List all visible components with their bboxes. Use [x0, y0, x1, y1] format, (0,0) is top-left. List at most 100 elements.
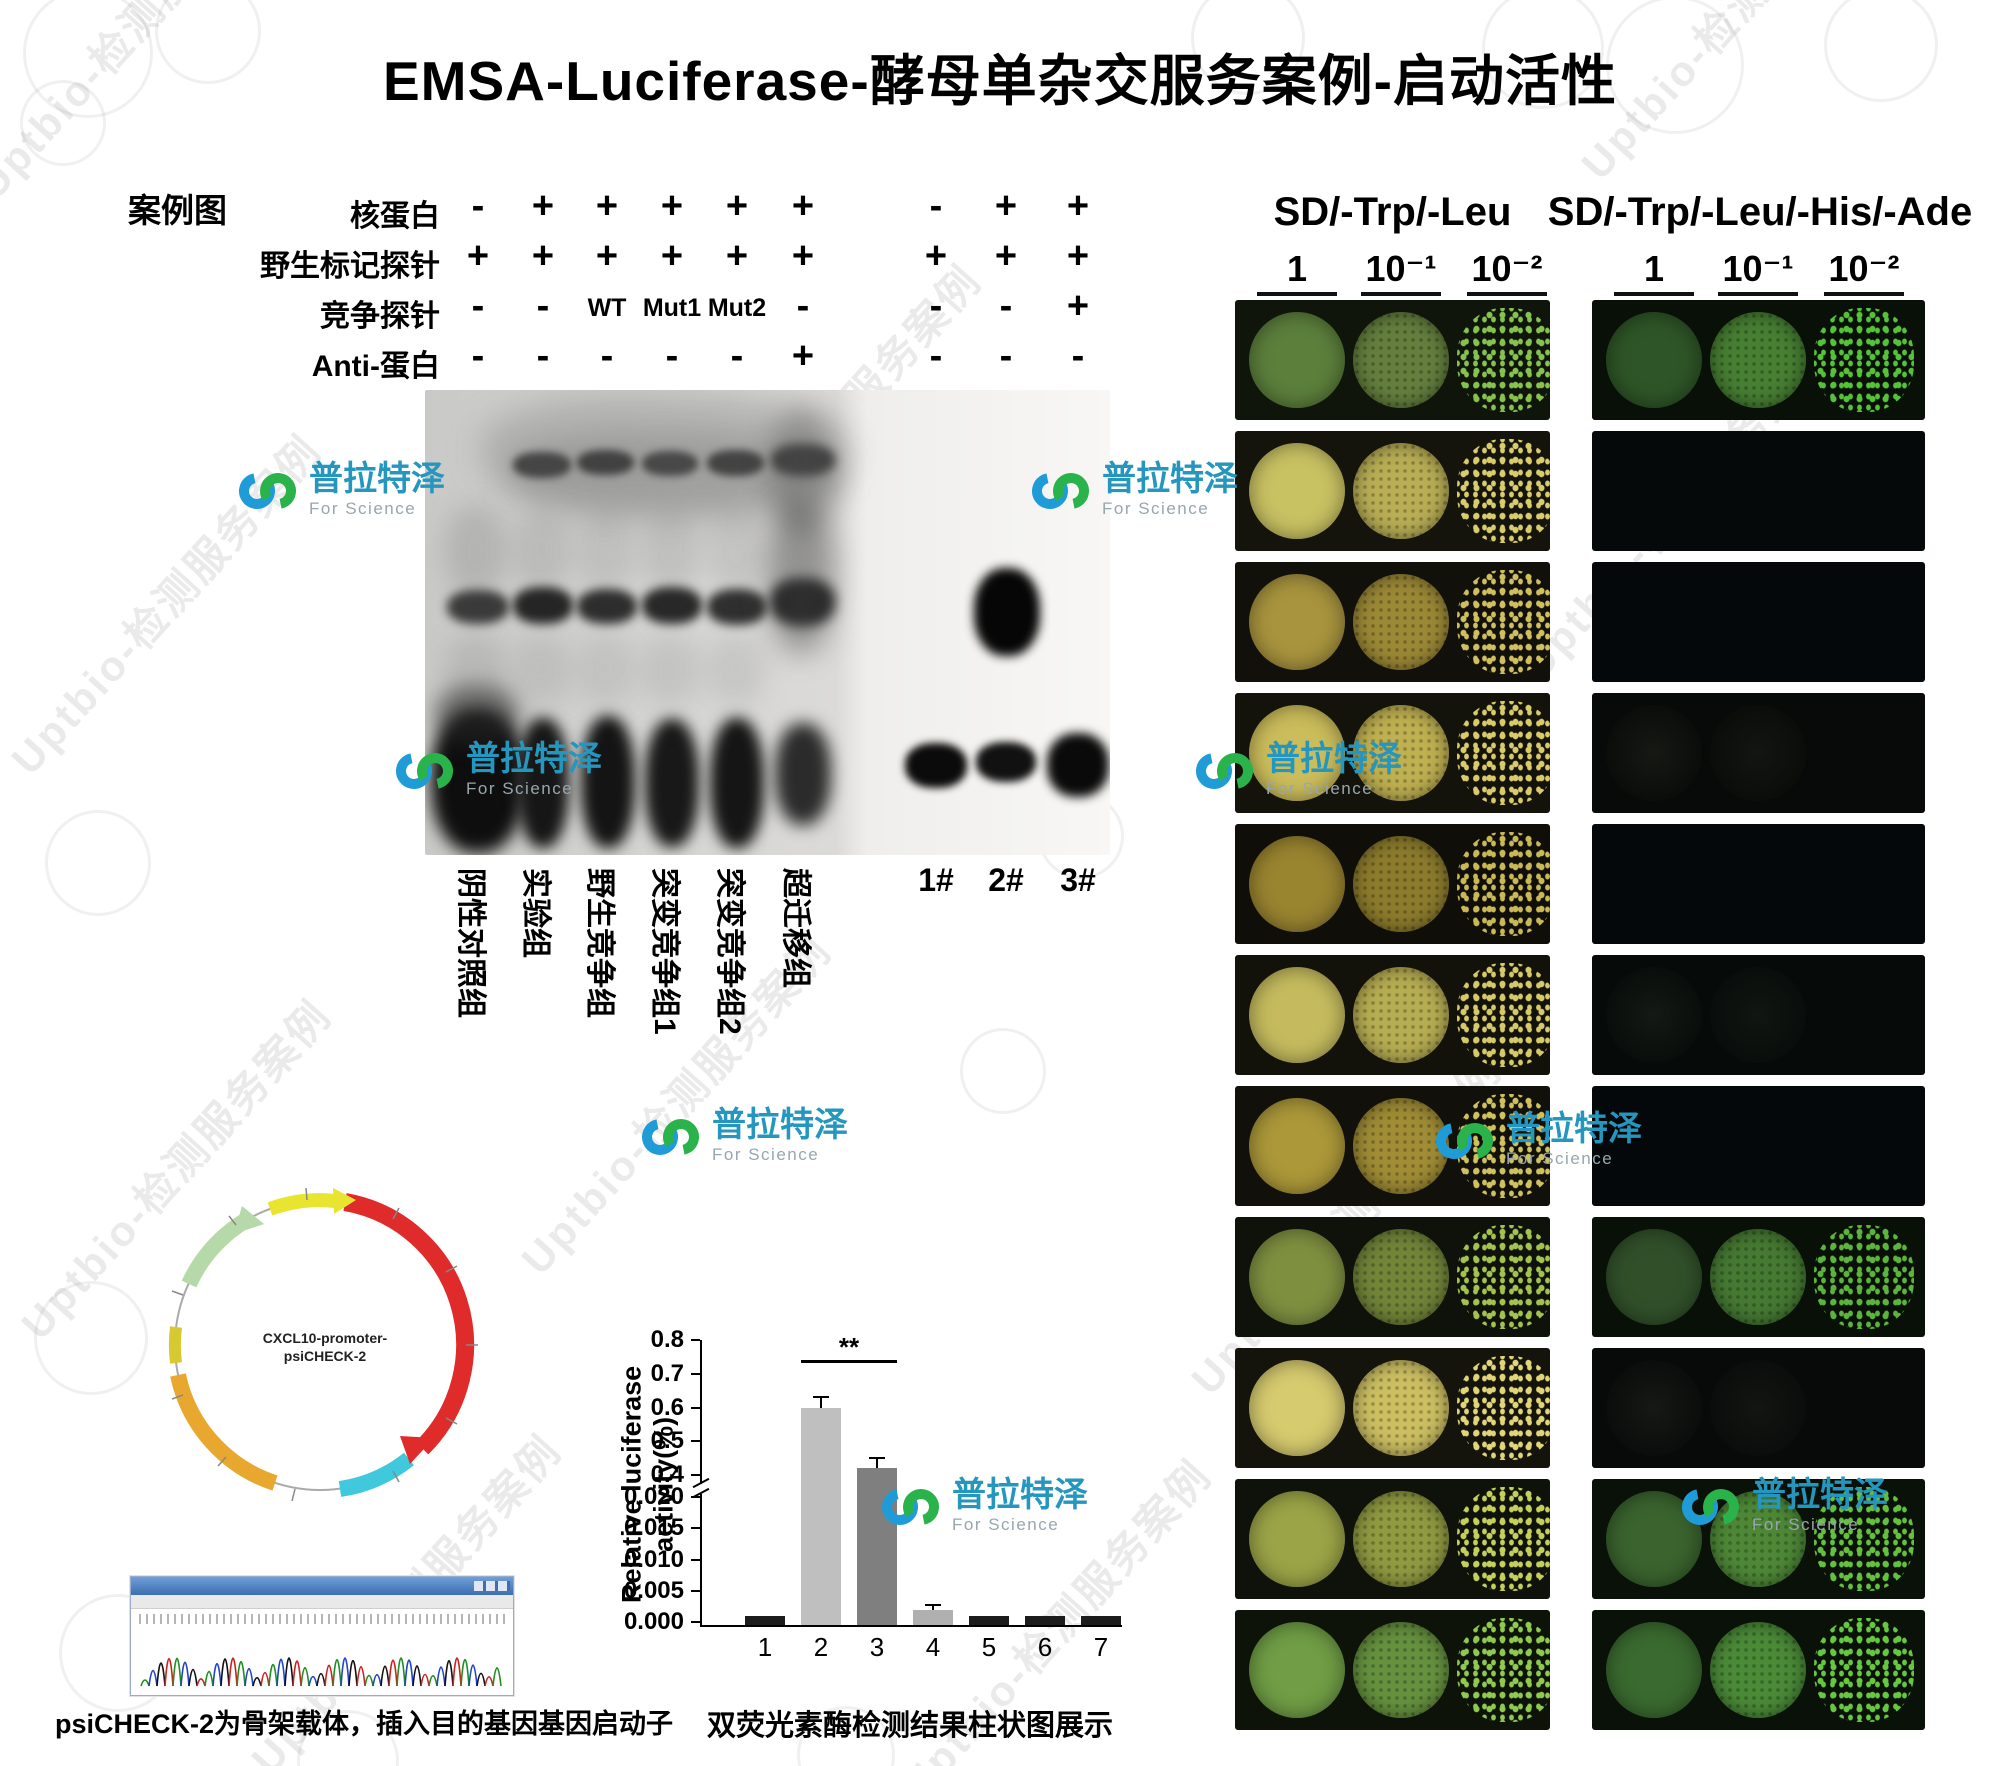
- emsa-condition-value: +: [924, 235, 948, 277]
- yeast-colony-spot: [1353, 967, 1449, 1063]
- case-figure-label: 案例图: [128, 192, 227, 229]
- chart-caption: 双荧光素酶检测结果柱状图展示: [706, 1710, 1113, 1742]
- chromatogram-peak: [244, 1667, 254, 1687]
- yeast-panel: [1235, 1348, 1550, 1468]
- chromatogram-peak: [372, 1673, 382, 1687]
- brand-logo-icon: [239, 472, 296, 509]
- chromatogram-peak: [172, 1657, 182, 1687]
- watermark-circle-icon: [1824, 0, 1938, 102]
- yeast-colony-spot: [1249, 574, 1345, 670]
- chromatogram-peak: [252, 1676, 262, 1687]
- yeast-panel: [1235, 693, 1550, 813]
- yeast-colony-spot-faint: [1710, 705, 1806, 801]
- yeast-colony-spot: [1353, 1622, 1449, 1718]
- yeast-colony-spot: [1606, 312, 1702, 408]
- yeast-panel: [1592, 300, 1925, 420]
- emsa-condition-value: +: [660, 185, 684, 227]
- yeast-panel: [1592, 693, 1925, 813]
- plasmid-map: [168, 1187, 478, 1502]
- plasmid-tick-marks: [171, 1187, 478, 1502]
- yeast-panel: [1235, 431, 1550, 551]
- gel-band: [577, 589, 637, 624]
- chart-error-bar: [932, 1604, 934, 1610]
- emsa-condition-value: +: [531, 185, 555, 227]
- chart-error-bar-cap: [925, 1603, 941, 1606]
- yeast-colony-spot-faint: [1606, 967, 1702, 1063]
- yeast-colony-spot: [1353, 705, 1449, 801]
- chart-error-bar: [820, 1397, 822, 1408]
- gel-band: [707, 589, 767, 625]
- chromatogram-toolbar: [131, 1595, 513, 1609]
- chart-error-bar: [876, 1458, 878, 1469]
- chromatogram-peak: [300, 1666, 310, 1687]
- chart-y-tick-label: 0.000: [623, 1608, 684, 1635]
- yeast-colony-spot: [1710, 1229, 1806, 1325]
- chart-bar: [913, 1609, 953, 1625]
- emsa-condition-value: +: [791, 185, 815, 227]
- emsa-condition-value: -: [536, 335, 550, 377]
- brand-logo-subtitle: For Science: [466, 779, 574, 798]
- chart-significance-line: [801, 1360, 897, 1363]
- gel-band: [710, 718, 764, 848]
- chromatogram-peak: [444, 1660, 454, 1687]
- gel-band: [707, 635, 765, 705]
- emsa-condition-value: -: [999, 285, 1013, 327]
- chromatogram-sequence-row: [139, 1614, 505, 1624]
- yeast-colony-spot: [1353, 1491, 1449, 1587]
- emsa-condition-label: Anti-蛋白: [311, 350, 440, 383]
- yeast-colony-spot: [1249, 836, 1345, 932]
- chart-x-label: 3: [869, 1632, 885, 1662]
- yeast-colony-spot: [1249, 1229, 1345, 1325]
- emsa-condition-value: -: [929, 285, 943, 327]
- chart-error-bar-cap: [813, 1396, 829, 1399]
- emsa-condition-value: +: [595, 185, 619, 227]
- emsa-condition-label: 核蛋白: [350, 200, 440, 233]
- emsa-condition-value: +: [531, 235, 555, 277]
- chromatogram-peak: [468, 1664, 478, 1687]
- chart-y-tick-mark: [691, 1589, 700, 1592]
- brand-logo-subtitle: For Science: [952, 1515, 1060, 1534]
- yeast-panel: [1235, 1610, 1550, 1730]
- gel-band: [445, 505, 507, 595]
- chromatogram-peak: [356, 1666, 366, 1687]
- chromatogram-peak: [268, 1663, 278, 1687]
- plasmid-segment-red: [343, 1193, 475, 1455]
- chromatogram-peak: [380, 1665, 390, 1687]
- yeast-colony-speckles: [1457, 1225, 1550, 1329]
- emsa-lane-label: 野生竞争组: [583, 868, 616, 1018]
- gel-band: [768, 498, 834, 653]
- gel-band: [513, 452, 571, 478]
- watermark-circle-icon: [1482, 0, 1604, 109]
- emsa-condition-value: -: [1071, 335, 1085, 377]
- gel-band: [974, 568, 1040, 656]
- yeast-colony-speckles: [1457, 963, 1550, 1067]
- chromatogram-peak: [308, 1675, 318, 1687]
- chart-y-tick-label: 0.7: [650, 1359, 684, 1387]
- emsa-condition-value: Mut2: [707, 294, 767, 322]
- chromatogram-peak: [140, 1679, 150, 1687]
- plasmid-segment-yellow-arrow: [267, 1193, 336, 1216]
- emsa-sample-label: 2#: [988, 862, 1024, 898]
- emsa-condition-value: -: [796, 285, 810, 327]
- yeast-colony-spot: [1353, 574, 1449, 670]
- chromatogram-peak: [420, 1673, 430, 1687]
- yeast-media-header-left: SD/-Trp/-Leu: [1273, 190, 1512, 234]
- chart-bar: [969, 1615, 1009, 1625]
- chart-y-tick-mark: [691, 1558, 700, 1561]
- emsa-condition-value: +: [725, 235, 749, 277]
- yeast-colony-speckles: [1457, 308, 1550, 412]
- gel-band: [435, 685, 519, 745]
- emsa-sample-label: 1#: [918, 862, 954, 898]
- yeast-colony-spot: [1710, 1491, 1806, 1587]
- chromatogram-window-titlebar: [131, 1577, 513, 1595]
- chart-x-label: 2: [813, 1632, 829, 1662]
- chromatogram-peak: [340, 1657, 350, 1687]
- watermark-circle-icon: [20, 80, 106, 166]
- chromatogram-peak: [324, 1664, 334, 1687]
- chart-bar: [801, 1407, 841, 1625]
- watermark-circle-icon: [155, 0, 261, 84]
- chart-axis-break: [697, 1484, 705, 1494]
